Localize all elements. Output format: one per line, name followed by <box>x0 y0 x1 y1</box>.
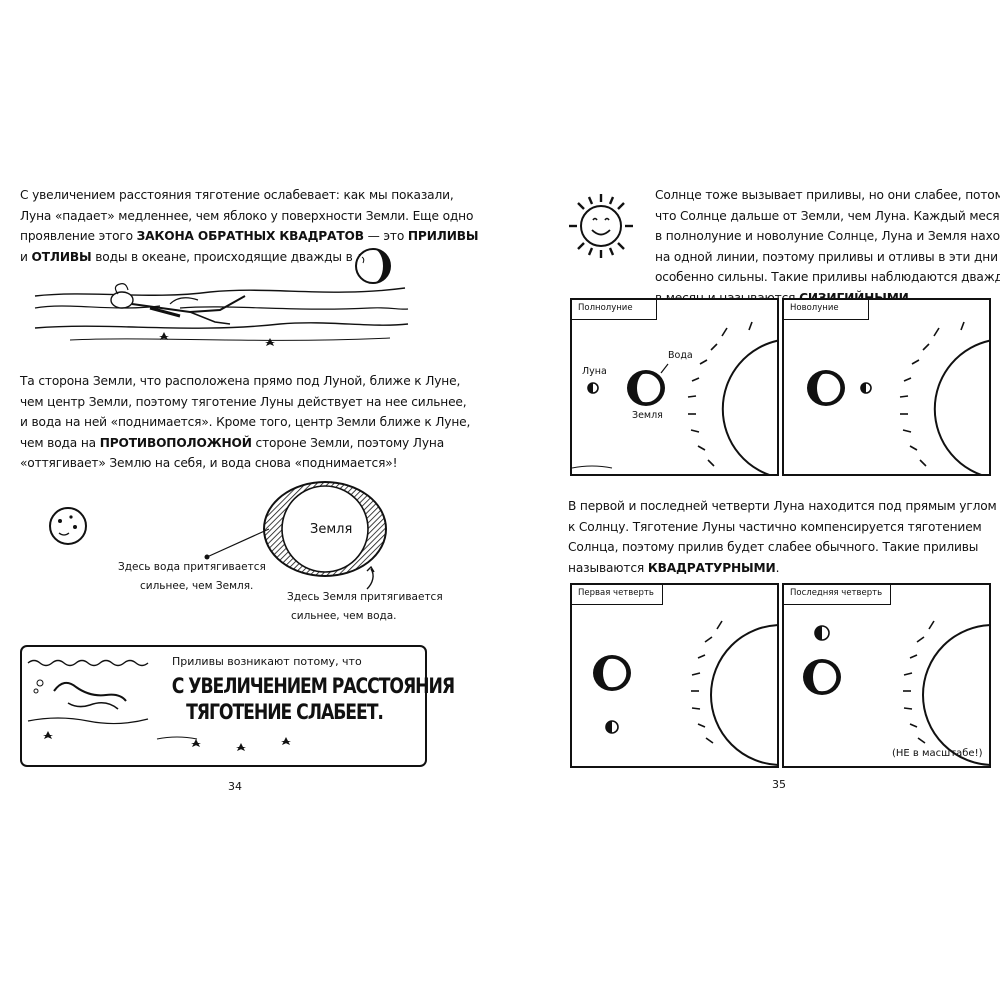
pointer-lines <box>204 528 375 590</box>
not-to-scale-note: (НЕ в масштабе!) <box>892 748 983 759</box>
full-moon-diagram <box>572 321 777 474</box>
right-p2-line-1: В первой и последней четверти Луна наход… <box>568 499 997 513</box>
left-p2-line-5: «оттягивает» Землю на себя, и вода снова… <box>20 456 398 470</box>
summary-intro: Приливы возникают потому, что <box>172 655 362 668</box>
small-moon-face-icon <box>49 507 87 545</box>
left-p2-line-3: и вода на ней «поднимается». Кроме того,… <box>20 415 471 429</box>
last-quarter-panel: Последняя четверть (НЕ в масштабе!) <box>782 583 991 768</box>
tides-term: ПРИЛИВЫ <box>407 229 479 243</box>
earth-tidal-bulge-diagram <box>263 481 387 577</box>
moon-label: Луна <box>582 366 607 377</box>
left-page: С увеличением расстояния тяготение ослаб… <box>20 185 479 793</box>
right-paragraph-2: В первой и последней четверти Луна наход… <box>568 496 997 578</box>
left-p2-line-4: чем вода на ПРОТИВОПОЛОЖНОЙ стороне Земл… <box>20 435 445 450</box>
first-quarter-diagram <box>593 620 777 766</box>
right-p2-line-3: Солнца, поэтому прилив будет слабее обыч… <box>568 540 979 554</box>
left-p2-line-2: чем центр Земли, поэтому тяготение Луны … <box>20 394 467 409</box>
moon-illustration <box>355 248 391 284</box>
full-moon-panel: Полнолуние Луна Вода Земля <box>570 298 779 476</box>
tab-new-moon: Новолуние <box>784 300 869 320</box>
right-paragraph-1: Солнце тоже вызывает приливы, но они сла… <box>655 185 1000 308</box>
quadrature-term: КВАДРАТУРНЫМИ <box>647 560 776 575</box>
right-p1-line-3: в полнолуние и новолуние Солнце, Луна и … <box>655 229 1000 243</box>
right-page: Солнце тоже вызывает приливы, но они сла… <box>500 0 1000 1000</box>
left-p2-line-1: Та сторона Земли, что расположена прямо … <box>20 374 461 388</box>
new-moon-diagram <box>807 321 989 474</box>
left-paragraph-2: Та сторона Земли, что расположена прямо … <box>20 371 470 474</box>
water-attracted-note: Здесь вода притягивается сильнее, чем Зе… <box>118 561 266 592</box>
right-p1-line-5: особенно сильны. Такие приливы наблюдают… <box>655 270 1000 284</box>
summary-box: Приливы возникают потому, что С УВЕЛИЧЕН… <box>20 645 455 767</box>
right-p2-line-2: к Солнцу. Тяготение Луны частично компен… <box>568 519 982 534</box>
inverse-square-law-term: ЗАКОНА ОБРАТНЫХ КВАДРАТОВ <box>136 229 364 243</box>
last-quarter-diagram <box>803 620 989 766</box>
left-p1-line-1: С увеличением расстояния тяготение ослаб… <box>20 188 454 202</box>
left-paragraph-1: С увеличением расстояния тяготение ослаб… <box>20 185 479 267</box>
water-label: Вода <box>668 350 693 361</box>
new-moon-panel: Новолуние <box>782 298 991 476</box>
beach-scene-illustration <box>34 283 409 346</box>
earth-label: Земля <box>310 522 353 537</box>
seabed-starfish <box>156 736 291 751</box>
ebb-term: ОТЛИВЫ <box>31 249 92 264</box>
right-p1-line-1: Солнце тоже вызывает приливы, но они сла… <box>655 188 1000 202</box>
left-p1-line-2: Луна «падает» медленнее, чем яблоко у по… <box>20 208 474 223</box>
right-p1-line-4: на одной линии, поэтому приливы и отливы… <box>655 249 998 264</box>
earth-label-panel: Земля <box>632 410 663 421</box>
underwater-swimmer-illustration <box>27 659 149 739</box>
tab-full-moon: Полнолуние <box>572 300 657 320</box>
right-p2-line-4: называются КВАДРАТУРНЫМИ. <box>568 560 780 575</box>
page-number-right: 35 <box>772 778 786 791</box>
tab-first-quarter: Первая четверть <box>572 585 663 605</box>
tab-last-quarter: Последняя четверть <box>784 585 892 605</box>
earth-attracted-note: Здесь Земля притягивается сильнее, чем в… <box>287 591 443 622</box>
right-p1-line-2: что Солнце дальше от Земли, чем Луна. Ка… <box>655 208 1000 223</box>
left-p1-line-4: и ОТЛИВЫ воды в океане, происходящие два… <box>20 249 391 264</box>
opposite-term: ПРОТИВОПОЛОЖНОЙ <box>99 435 252 450</box>
smiling-sun-icon <box>569 194 633 258</box>
summary-headline: С УВЕЛИЧЕНИЕМ РАССТОЯНИЯ ТЯГОТЕНИЕ СЛАБЕ… <box>171 674 455 724</box>
left-p1-line-3: проявление этого ЗАКОНА ОБРАТНЫХ КВАДРАТ… <box>20 229 479 243</box>
first-quarter-panel: Первая четверть <box>570 583 779 768</box>
page-number-left: 34 <box>228 780 242 793</box>
